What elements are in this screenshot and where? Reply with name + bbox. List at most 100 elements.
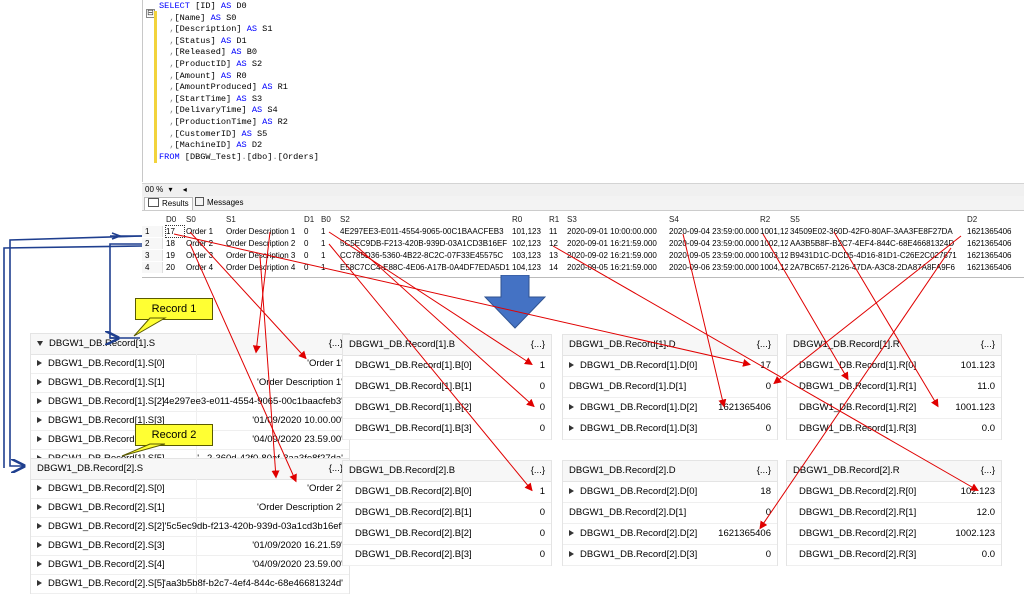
watch-row[interactable]: DBGW1_DB.Record[2].R[3]0.0 (787, 544, 1001, 566)
watch-row[interactable]: DBGW1_DB.Record[1].D[0]17 (563, 355, 777, 377)
grid-cell[interactable]: 2020-09-02 16:21:59.000 (567, 251, 657, 260)
expand-arrow-icon[interactable] (569, 362, 574, 368)
watch-row[interactable]: DBGW1_DB.Record[1].R[0]101.123 (787, 355, 1001, 377)
expand-arrow-icon[interactable] (37, 485, 42, 491)
expand-arrow-icon[interactable] (37, 580, 42, 586)
watch-row[interactable]: DBGW1_DB.Record[2].S[0]'Order 2' (31, 479, 349, 499)
grid-cell[interactable]: 1 (321, 239, 326, 248)
watch-row[interactable]: DBGW1_DB.Record[2].S[4]'04/09/2020 23.59… (31, 555, 349, 575)
grid-cell[interactable]: 2020-09-01 16:21:59.000 (567, 239, 657, 248)
tab-messages[interactable]: Messages (192, 197, 246, 209)
watch-row[interactable]: DBGW1_DB.Record[2].B[2]0 (343, 523, 551, 545)
watch-panel-header[interactable]: DBGW1_DB.Record[1].D{...} (563, 335, 777, 356)
grid-column-header[interactable]: D2 (967, 215, 978, 224)
expand-arrow-icon[interactable] (37, 398, 42, 404)
grid-cell[interactable]: 14 (549, 263, 558, 272)
grid-cell[interactable]: 0 (304, 251, 309, 260)
watch-row[interactable]: DBGW1_DB.Record[1].R[3]0.0 (787, 418, 1001, 440)
grid-cell[interactable]: 0 (304, 227, 309, 236)
watch-row[interactable]: DBGW1_DB.Record[1].R[1]11.0 (787, 376, 1001, 398)
grid-column-header[interactable]: R1 (549, 215, 560, 224)
grid-cell[interactable]: 1 (321, 251, 326, 260)
watch-row[interactable]: DBGW1_DB.Record[2].R[1]12.0 (787, 502, 1001, 524)
watch-row[interactable]: DBGW1_DB.Record[1].S[1]'Order Descriptio… (31, 373, 349, 393)
watch-panel-header[interactable]: DBGW1_DB.Record[2].S{...} (31, 459, 349, 480)
grid-column-header[interactable]: S5 (790, 215, 800, 224)
grid-cell[interactable]: 2020-09-06 23:59:00.000 (669, 263, 759, 272)
grid-cell[interactable]: 2020-09-05 16:21:59.000 (567, 263, 657, 272)
grid-column-header[interactable]: D0 (166, 215, 177, 224)
watch-row[interactable]: DBGW1_DB.Record[1].S[2]'4e297ee3-e011-45… (31, 392, 349, 412)
watch-panel-header[interactable]: DBGW1_DB.Record[2].R{...} (787, 461, 1001, 482)
expand-arrow-icon[interactable] (569, 488, 574, 494)
grid-cell[interactable]: 5C5EC9DB-F213-420B-939D-03A1CD3B16EF (340, 239, 508, 248)
grid-cell[interactable]: 103,123 (512, 251, 541, 260)
grid-column-header[interactable]: S3 (567, 215, 577, 224)
watch-row[interactable]: DBGW1_DB.Record[2].D[2]1621365406 (563, 523, 777, 545)
grid-cell[interactable]: 13 (549, 251, 558, 260)
expand-arrow-icon[interactable] (569, 404, 574, 410)
grid-cell[interactable]: Order 2 (186, 239, 214, 248)
watch-row[interactable]: DBGW1_DB.Record[2].R[2]1002.123 (787, 523, 1001, 545)
grid-cell[interactable]: Order Description 3 (226, 251, 296, 260)
zoom-level[interactable]: 00 % (145, 185, 164, 194)
watch-panel-header[interactable]: DBGW1_DB.Record[2].B{...} (343, 461, 551, 482)
grid-cell[interactable]: 2020-09-05 23:59:00.000 (669, 251, 759, 260)
grid-cell[interactable]: Order Description 4 (226, 263, 296, 272)
grid-cell[interactable]: 1001,123 (760, 227, 788, 236)
grid-cell[interactable]: 1003,123 (760, 251, 788, 260)
grid-cell[interactable]: Order 1 (186, 227, 214, 236)
grid-column-header[interactable]: S2 (340, 215, 350, 224)
grid-cell[interactable]: 1621365406 (967, 227, 1012, 236)
grid-row-number[interactable]: 4 (142, 262, 163, 273)
watch-row[interactable]: DBGW1_DB.Record[2].R[0]102.123 (787, 481, 1001, 503)
grid-cell[interactable]: Order 4 (186, 263, 214, 272)
watch-panel-header[interactable]: DBGW1_DB.Record[2].D{...} (563, 461, 777, 482)
watch-row[interactable]: DBGW1_DB.Record[2].D[3]0 (563, 544, 777, 566)
expand-arrow-icon[interactable] (569, 551, 574, 557)
watch-row[interactable]: DBGW1_DB.Record[2].S[1]'Order Descriptio… (31, 498, 349, 518)
grid-cell[interactable]: 102,123 (512, 239, 541, 248)
grid-column-header[interactable]: S0 (186, 215, 196, 224)
sql-editor[interactable] (142, 0, 1024, 182)
grid-cell[interactable]: 2A7BC657-2126-47DA-A3C8-2DA87A8FA9F6 (790, 263, 955, 272)
grid-cell[interactable]: 20 (166, 263, 175, 272)
watch-row[interactable]: DBGW1_DB.Record[1].D[2]1621365406 (563, 397, 777, 419)
grid-cell[interactable]: 2020-09-04 23:59:00.000 (669, 239, 759, 248)
watch-row[interactable]: DBGW1_DB.Record[1].B[2]0 (343, 397, 551, 419)
grid-cell[interactable]: 18 (166, 239, 175, 248)
grid-column-header[interactable]: R2 (760, 215, 771, 224)
grid-column-header[interactable]: B0 (321, 215, 331, 224)
grid-cell[interactable]: 2020-09-01 10:00:00.000 (567, 227, 657, 236)
grid-row-number[interactable]: 2 (142, 238, 163, 249)
grid-row-number[interactable]: 1 (142, 226, 163, 237)
watch-panel-header[interactable]: DBGW1_DB.Record[1].R{...} (787, 335, 1001, 356)
expand-arrow-icon[interactable] (37, 360, 42, 366)
grid-column-header[interactable]: D1 (304, 215, 315, 224)
watch-row[interactable]: DBGW1_DB.Record[1].R[2]1001.123 (787, 397, 1001, 419)
watch-row[interactable]: DBGW1_DB.Record[1].D[3]0 (563, 418, 777, 440)
grid-column-header[interactable]: S4 (669, 215, 679, 224)
expand-arrow-icon[interactable] (37, 417, 42, 423)
grid-column-header[interactable]: R0 (512, 215, 523, 224)
grid-cell[interactable]: 2020-09-04 23:59:00.000 (669, 227, 759, 236)
watch-panel-header[interactable]: DBGW1_DB.Record[1].B{...} (343, 335, 551, 356)
watch-row[interactable]: DBGW1_DB.Record[2].B[0]1 (343, 481, 551, 503)
grid-cell[interactable]: E58C7CC4-E88C-4E06-A17B-0A4DF7EDA5D1 (340, 263, 510, 272)
grid-cell[interactable]: 0 (304, 263, 309, 272)
expand-arrow-icon[interactable] (37, 341, 43, 346)
grid-cell[interactable]: Order Description 2 (226, 239, 296, 248)
grid-cell[interactable]: AA3B5B8F-B2C7-4EF4-844C-68E46681324D (790, 239, 955, 248)
grid-cell[interactable]: 1621365406 (967, 263, 1012, 272)
grid-column-header[interactable]: S1 (226, 215, 236, 224)
grid-cell[interactable]: 1621365406 (967, 251, 1012, 260)
grid-cell[interactable]: 4E297EE3-E011-4554-9065-00C1BAACFEB3 (340, 227, 504, 236)
sql-code[interactable]: SELECT [ID] AS D0 ,[Name] AS S0 ,[Descri… (159, 1, 319, 163)
zoom-dropdown-icon[interactable]: ▾ (168, 185, 173, 194)
grid-cell[interactable]: 34509E02-360D-42F0-80AF-3AA3FE8F27DA (790, 227, 953, 236)
grid-cell[interactable]: 1 (321, 263, 326, 272)
grid-cell[interactable]: 1004,123 (760, 263, 788, 272)
expand-arrow-icon[interactable] (37, 379, 42, 385)
expand-arrow-icon[interactable] (37, 523, 42, 529)
